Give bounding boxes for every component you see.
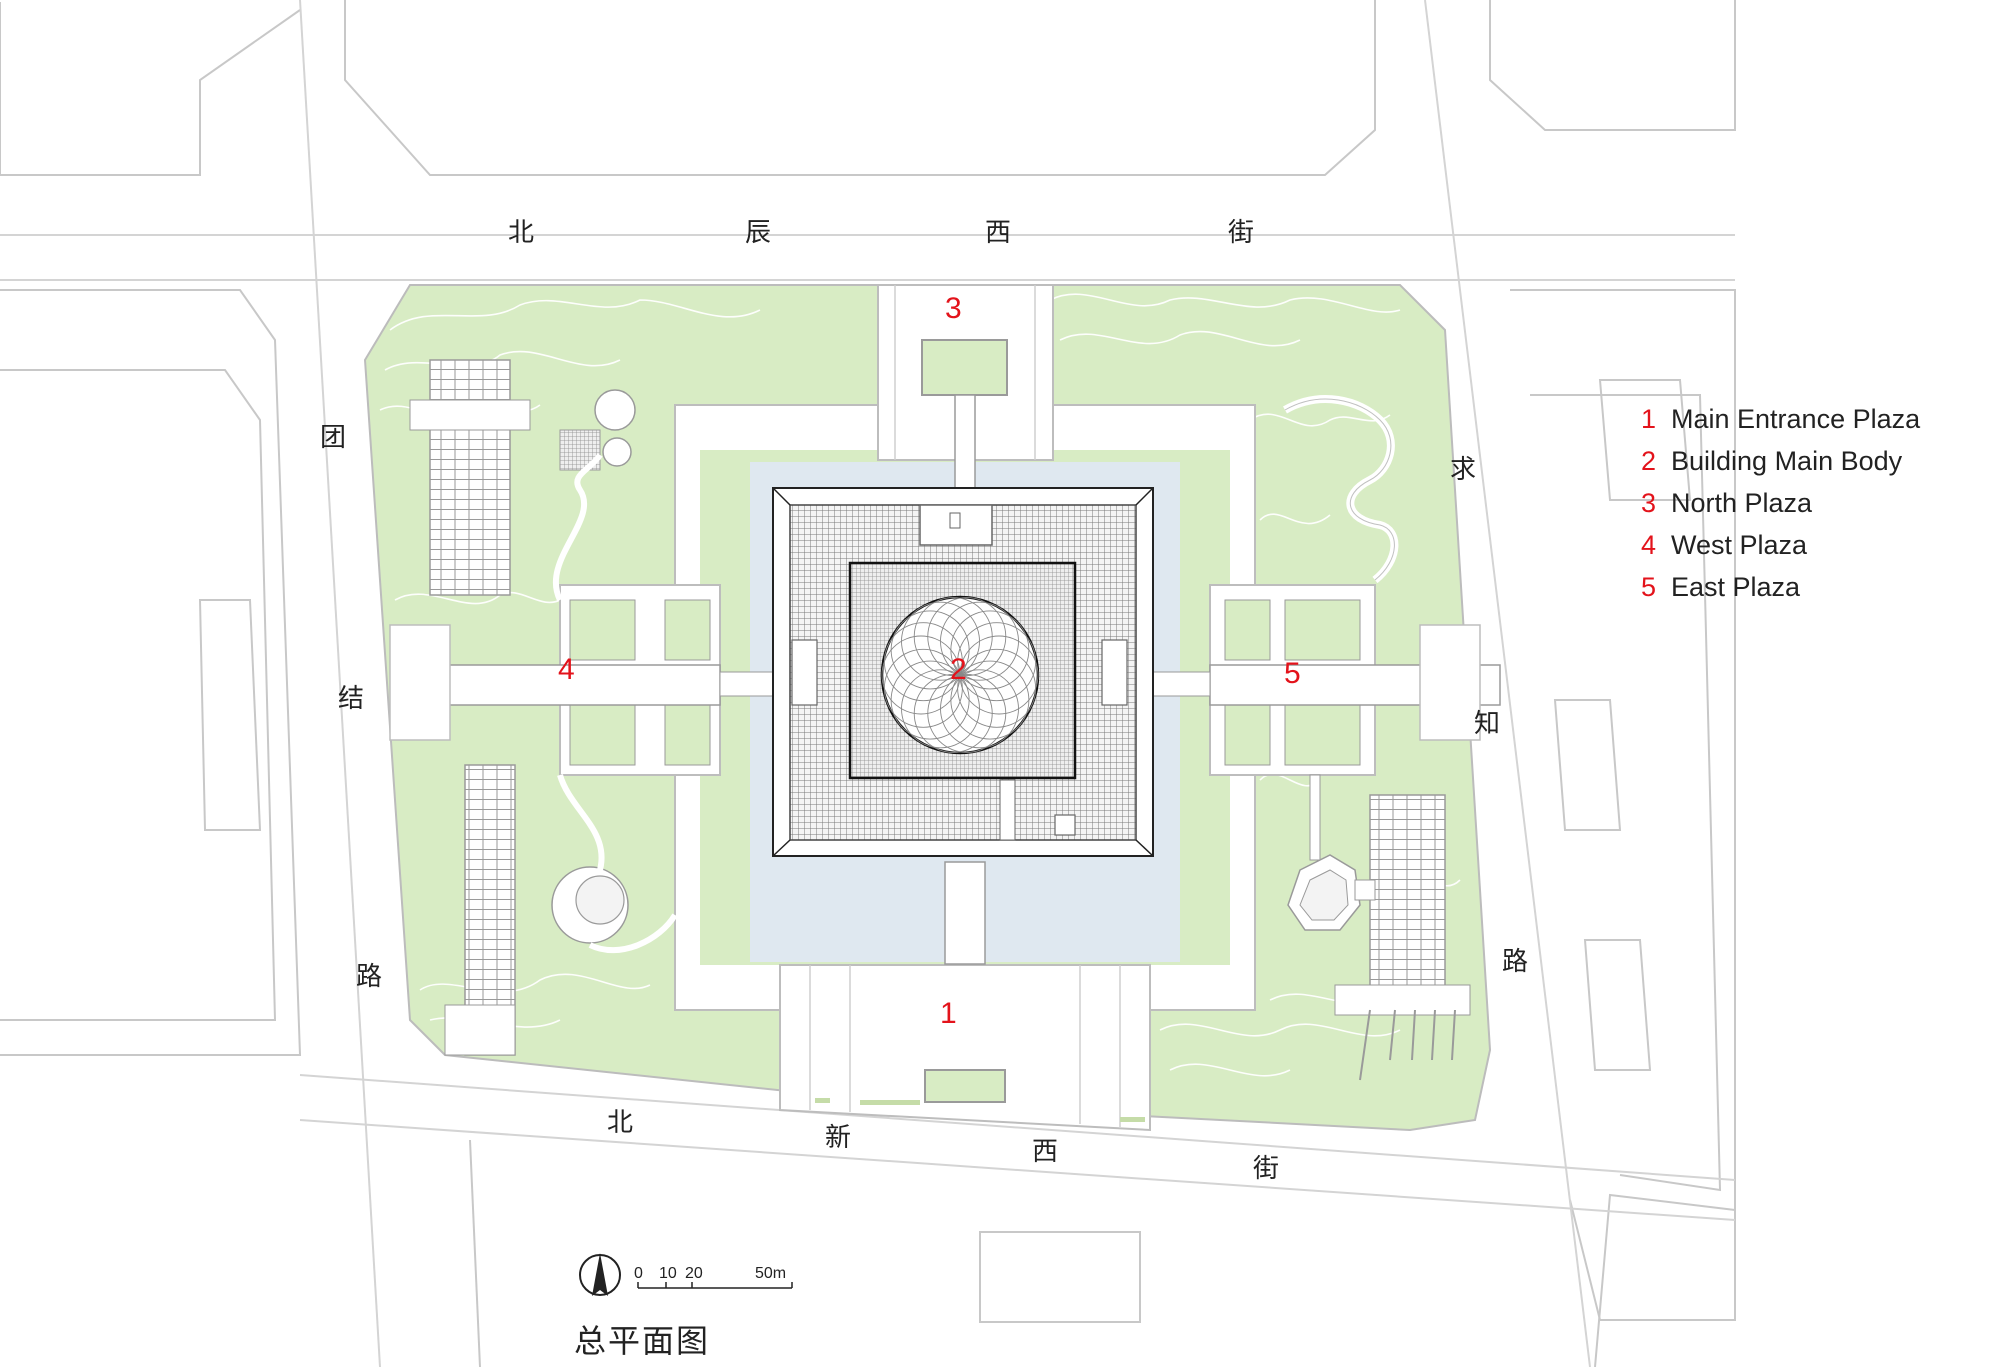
rosette-ring xyxy=(913,597,993,677)
west-plaza xyxy=(389,584,781,776)
street-char: 路 xyxy=(356,962,382,992)
legend-item: 2 Building Main Body xyxy=(1641,440,1920,482)
legend: 1 Main Entrance Plaza 2 Building Main Body… xyxy=(1641,398,1920,608)
rosette-ring xyxy=(901,601,980,681)
area-number-labels: 1 2 3 4 5 xyxy=(558,292,1301,1030)
east-landscape-elements xyxy=(1283,395,1471,1081)
street-char: 西 xyxy=(1032,1137,1058,1167)
street-char: 北 xyxy=(607,1108,633,1138)
area-number-main-entrance: 1 xyxy=(940,997,957,1030)
north-plaza xyxy=(877,284,1054,496)
west-landscape-elements xyxy=(409,359,678,1056)
street-char: 求 xyxy=(1450,455,1476,485)
legend-number: 5 xyxy=(1641,572,1657,602)
scale-label: 0 xyxy=(634,1265,643,1282)
street-name-west: 团 结 路 xyxy=(320,423,382,992)
street-char: 知 xyxy=(1474,709,1500,739)
legend-number: 2 xyxy=(1641,446,1657,476)
street-name-north: 北 辰 西 街 xyxy=(508,218,1254,248)
area-number-west-plaza: 4 xyxy=(558,653,575,686)
legend-number: 4 xyxy=(1641,530,1657,560)
street-char: 辰 xyxy=(745,218,771,248)
north-arrow xyxy=(579,1253,621,1296)
legend-item: 5 East Plaza xyxy=(1641,566,1920,608)
legend-number: 1 xyxy=(1641,404,1657,434)
legend-item: 1 Main Entrance Plaza xyxy=(1641,398,1920,440)
street-char: 街 xyxy=(1253,1154,1279,1184)
rosette-ring xyxy=(883,622,963,702)
legend-label: East Plaza xyxy=(1671,572,1801,602)
scale-bar: 0 10 20 50m xyxy=(634,1265,793,1289)
street-char: 西 xyxy=(985,218,1011,248)
rosette-ring xyxy=(940,601,1019,681)
scale-label: 10 xyxy=(659,1265,677,1282)
rosette-ring xyxy=(890,610,970,690)
main-building xyxy=(772,487,1154,857)
rosette-ring xyxy=(957,622,1037,702)
legend-label: West Plaza xyxy=(1671,530,1808,560)
street-name-south: 北 新 西 街 xyxy=(607,1108,1279,1184)
street-char: 新 xyxy=(825,1123,851,1153)
main-entrance-plaza xyxy=(779,861,1151,1132)
legend-label: Main Entrance Plaza xyxy=(1671,404,1921,434)
street-char: 结 xyxy=(338,684,364,714)
plan-title: 总平面图 xyxy=(574,1322,711,1360)
legend-label: Building Main Body xyxy=(1671,446,1903,476)
legend-number: 3 xyxy=(1641,488,1657,518)
legend-item: 3 North Plaza xyxy=(1641,482,1920,524)
legend-item: 4 West Plaza xyxy=(1641,524,1920,566)
scale-label: 20 xyxy=(685,1265,703,1282)
rosette-ring xyxy=(927,597,1007,677)
rosette-ring xyxy=(950,610,1030,690)
area-number-building: 2 xyxy=(950,653,967,686)
street-char: 街 xyxy=(1228,218,1254,248)
surrounding-blocks xyxy=(0,0,1736,1367)
street-char: 路 xyxy=(1502,947,1528,977)
street-char: 北 xyxy=(508,218,534,248)
east-plaza xyxy=(1149,584,1501,776)
legend-label: North Plaza xyxy=(1671,488,1813,518)
street-char: 团 xyxy=(320,423,346,453)
scale-label: 50m xyxy=(755,1265,786,1282)
street-name-east: 求 知 路 xyxy=(1450,455,1528,977)
area-number-east-plaza: 5 xyxy=(1284,657,1301,690)
area-number-north-plaza: 3 xyxy=(945,292,962,325)
